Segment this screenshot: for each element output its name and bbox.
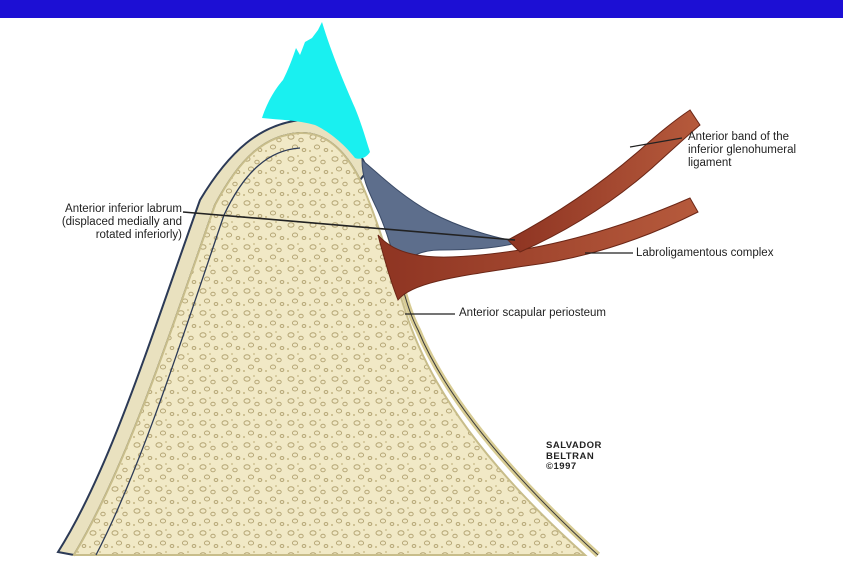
label-labrum: Anterior inferior labrum (displaced medi… [14, 203, 182, 242]
label-labroligamentous: Labroligamentous complex [636, 247, 773, 260]
label-periosteum: Anterior scapular periosteum [459, 307, 606, 320]
artist-signature: SALVADOR BELTRAN ©1997 [546, 441, 602, 473]
label-anterior-band-line-1: Anterior band of the [688, 131, 796, 144]
label-anterior-band-line-2: inferior glenohumeral [688, 144, 796, 157]
label-labrum-line-1: Anterior inferior labrum [14, 203, 182, 216]
signature-line-3: ©1997 [546, 462, 602, 473]
label-labrum-line-3: rotated inferiorly) [14, 229, 182, 242]
label-anterior-band-line-3: ligament [688, 157, 796, 170]
label-anterior-band: Anterior band of the inferior glenohumer… [688, 131, 796, 170]
label-labrum-line-2: (displaced medially and [14, 216, 182, 229]
signature-line-1: SALVADOR [546, 441, 602, 452]
left-margin [0, 18, 8, 582]
